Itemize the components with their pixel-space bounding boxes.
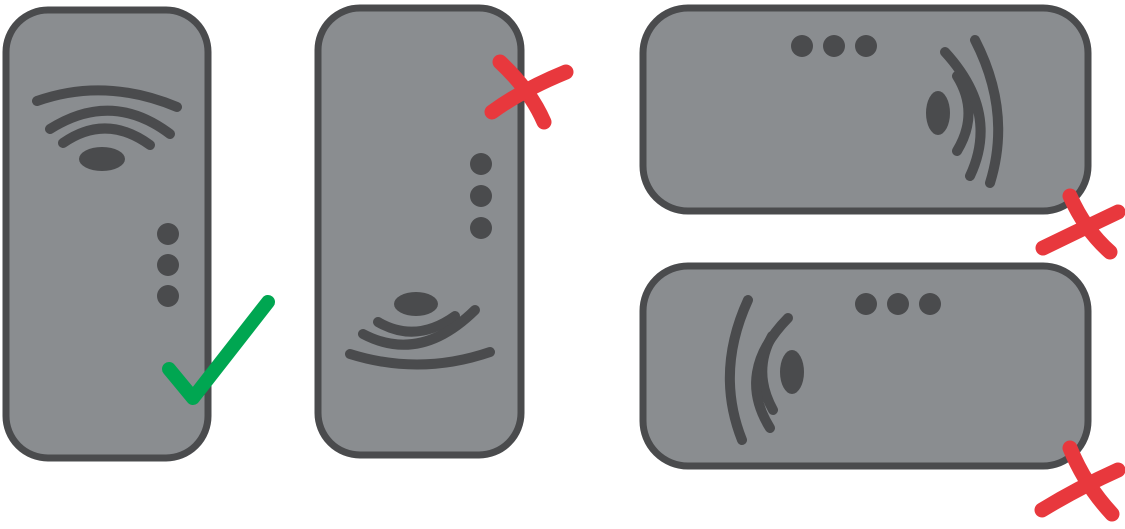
indicator-dots-icon bbox=[791, 35, 877, 57]
indicator-dots-icon bbox=[470, 153, 492, 239]
device-horizontal-signal-right bbox=[643, 8, 1118, 252]
device-vertical-signal-top bbox=[6, 10, 268, 458]
device-horizontal-signal-left bbox=[643, 266, 1118, 514]
device-vertical-signal-bottom bbox=[318, 8, 566, 455]
indicator-dots-icon bbox=[157, 223, 179, 307]
indicator-dots-icon bbox=[855, 293, 941, 315]
